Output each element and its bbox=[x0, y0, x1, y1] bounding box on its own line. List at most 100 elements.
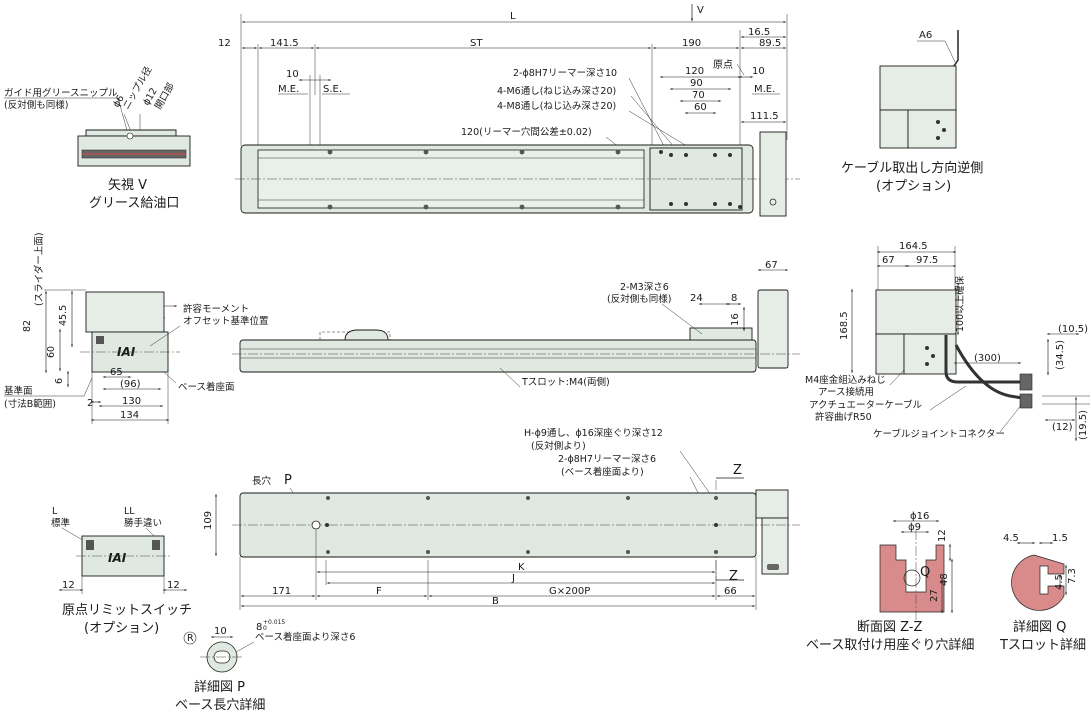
q-4-5b: 4.5 bbox=[1054, 574, 1065, 590]
genten-label: 原点 bbox=[713, 59, 733, 71]
z-mark-1: Z bbox=[733, 463, 742, 478]
zz-12: 12 bbox=[937, 529, 948, 542]
cs-motor-upper bbox=[875, 289, 957, 335]
a6-label: A6 bbox=[919, 30, 932, 41]
p-depth: ベース着座面より深さ6 bbox=[255, 631, 355, 643]
dim-141-5: 141.5 bbox=[270, 38, 299, 49]
ls-L: L bbox=[52, 506, 58, 517]
dim-G200P: G×200P bbox=[549, 586, 590, 597]
zz-q: Q bbox=[920, 565, 930, 580]
m3-note-2: (反対側も同様) bbox=[607, 293, 671, 305]
dim-67-r: 67 bbox=[882, 255, 895, 266]
ls-LL: LL bbox=[124, 506, 135, 517]
note-reamer-tol: 120(リーマー穴間公差±0.02) bbox=[461, 126, 592, 138]
dim-90: 90 bbox=[690, 78, 703, 89]
moment-label-2: オフセット基準位置 bbox=[183, 315, 269, 327]
dim-10-right: 10 bbox=[752, 66, 765, 77]
bottom-view: H-ϕ9通し、ϕ16深座ぐり深さ12 (反対側より) 2-ϕ8H7リーマー深さ6… bbox=[203, 427, 800, 610]
ls-12a: 12 bbox=[62, 580, 75, 591]
dim-60: 60 bbox=[694, 102, 707, 113]
base-face-label: ベース着座面 bbox=[178, 381, 235, 393]
dim-190: 190 bbox=[682, 38, 701, 49]
dim-96: (96) bbox=[120, 379, 141, 390]
dim-34-5: (34.5) bbox=[1055, 340, 1066, 370]
dim-16: 16 bbox=[730, 313, 741, 326]
me-left: M.E. bbox=[278, 84, 299, 95]
dim-100: 100以上確保 bbox=[954, 275, 966, 332]
top-view-holes bbox=[327, 149, 742, 210]
dim-6: 6 bbox=[54, 378, 65, 384]
side-cover-bump bbox=[344, 329, 389, 341]
dim-12: 12 bbox=[218, 38, 231, 49]
p-mark: P bbox=[284, 473, 292, 488]
dim-89-5: 89.5 bbox=[759, 38, 781, 49]
dim-65: 65 bbox=[110, 367, 123, 378]
ls-12b: 12 bbox=[167, 580, 180, 591]
nipple-note-2: (反対側も同様) bbox=[4, 99, 68, 111]
q-4-5a: 4.5 bbox=[1003, 533, 1019, 544]
note-m8: 4-M8通し(ねじ込み深さ20) bbox=[497, 101, 616, 112]
dim-164-5: 164.5 bbox=[899, 241, 928, 252]
q-caption-2: Tスロット詳細 bbox=[999, 637, 1086, 653]
dim-K: K bbox=[518, 562, 525, 573]
p-R: R bbox=[187, 633, 194, 644]
ls-opp: 勝手違い bbox=[124, 517, 162, 529]
ream-note: 2-ϕ8H7リーマー深さ6 bbox=[558, 454, 656, 465]
dim-10-me: 10 bbox=[286, 69, 299, 80]
dim-171: 171 bbox=[272, 586, 291, 597]
limit-switch-view: L 標準 LL 勝手違い IAI 12 12 原点リミットスイッチ (オプション… bbox=[51, 506, 192, 636]
ref-face-2: (寸法B範囲) bbox=[4, 398, 56, 410]
long-hole: 長穴 bbox=[252, 475, 272, 487]
p-caption-2: ベース長穴詳細 bbox=[175, 697, 265, 713]
note-reamer: 2-ϕ8H7リーマー深さ10 bbox=[513, 68, 617, 79]
dim-120: 120 bbox=[685, 66, 704, 77]
side-motor bbox=[757, 289, 789, 369]
m4-note-2: アース接続用 bbox=[818, 386, 874, 398]
cable-motor-right bbox=[907, 109, 957, 149]
slider-top-label: (スライダー上面) bbox=[33, 232, 45, 306]
cable-caption-2: (オプション) bbox=[876, 179, 951, 194]
side-view: 2-M3深さ6 (反対側も同様) 24 8 16 67 Tスロット:M4(両側) bbox=[232, 260, 800, 388]
cs-motor-left bbox=[875, 333, 905, 375]
dim-66: 66 bbox=[724, 586, 737, 597]
end-logo: IAI bbox=[117, 345, 136, 359]
dim-J: J bbox=[511, 573, 515, 584]
grease-caption-1: 矢視 V bbox=[108, 178, 147, 193]
p-dim-8: 8 bbox=[256, 622, 262, 633]
cable-note-2: 許容曲げR50 bbox=[815, 411, 872, 423]
zz-48: 48 bbox=[939, 573, 950, 586]
dim-L: L bbox=[510, 11, 516, 22]
q-caption-1: 詳細図 Q bbox=[1013, 619, 1066, 635]
q-7-3: 7.3 bbox=[1067, 568, 1078, 584]
cable-note: アクチュエーターケーブル bbox=[809, 399, 922, 411]
dim-F: F bbox=[376, 586, 382, 597]
note-m6: 4-M6通し(ねじ込み深さ20) bbox=[497, 86, 616, 97]
dim-111-5: 111.5 bbox=[750, 111, 779, 122]
dim-97-5: 97.5 bbox=[916, 255, 938, 266]
detail-q: 4.5 1.5 7.3 4.5 詳細図 Q Tスロット詳細 bbox=[999, 533, 1086, 653]
cable-motor-left bbox=[879, 109, 909, 149]
section-zz: ϕ16 ϕ9 12 27 48 Q 断面図 Z-Z ベース取付け用座ぐり穴詳細 bbox=[806, 511, 974, 653]
p-tol0: 0 bbox=[263, 625, 267, 632]
q-section bbox=[1011, 554, 1065, 611]
cable-reverse-option: A6 ケーブル取出し方向逆側 (オプション) bbox=[841, 30, 983, 194]
zz-caption-2: ベース取付け用座ぐり穴詳細 bbox=[806, 637, 974, 653]
dim-10-5: (10.5) bbox=[1058, 324, 1088, 335]
cs-motor-right bbox=[903, 333, 957, 375]
cable-side-view: 164.5 67 97.5 168.5 100以上確保 (300) (10.5)… bbox=[805, 241, 1090, 442]
dim-19-5: (19.5) bbox=[1078, 410, 1089, 440]
dim-70: 70 bbox=[692, 90, 705, 101]
ref-face: 基準面 bbox=[4, 385, 33, 397]
dim-130: 130 bbox=[122, 396, 141, 407]
zz-27: 27 bbox=[929, 589, 940, 602]
m3-note: 2-M3深さ6 bbox=[620, 282, 669, 293]
ls-caption-1: 原点リミットスイッチ bbox=[62, 603, 192, 618]
cable-caption-1: ケーブル取出し方向逆側 bbox=[841, 160, 983, 176]
ls-caption-2: (オプション) bbox=[84, 621, 159, 636]
joint-note: ケーブルジョイントコネクター bbox=[873, 428, 1005, 440]
h-note: H-ϕ9通し、ϕ16深座ぐり深さ12 bbox=[524, 427, 663, 439]
side-body bbox=[239, 339, 757, 373]
p-caption-1: 詳細図 P bbox=[194, 679, 245, 695]
phi6: ϕ6 bbox=[111, 93, 127, 109]
